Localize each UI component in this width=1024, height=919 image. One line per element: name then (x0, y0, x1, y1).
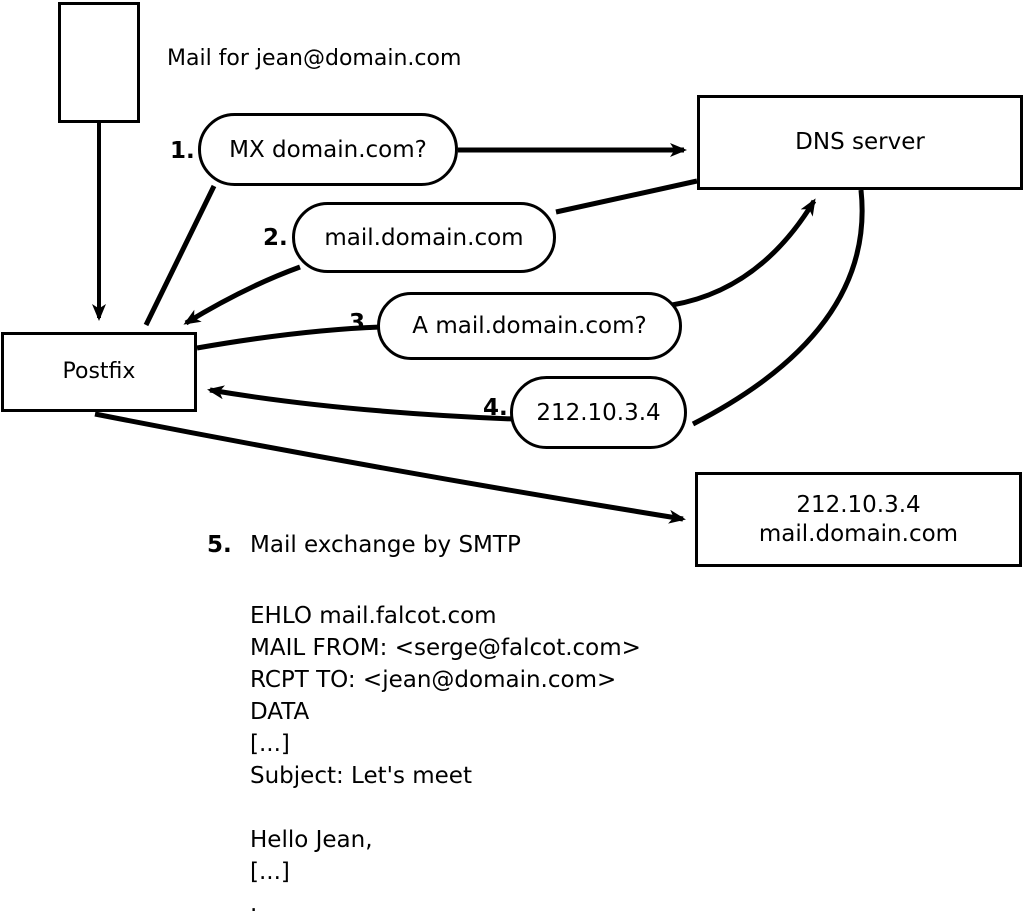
wire-dns-to-bubble2 (555, 178, 698, 215)
smtp-line: RCPT TO: <jean@domain.com> (250, 667, 617, 693)
target-server-box: 212.10.3.4 mail.domain.com (695, 472, 1022, 567)
step-1-text: MX domain.com? (229, 136, 427, 163)
mail-for-note: Mail for jean@domain.com (167, 46, 462, 71)
step-1-bubble: MX domain.com? (198, 113, 458, 186)
wire-bubble4-to-postfix (207, 385, 514, 422)
step-4-bubble: 212.10.3.4 (510, 376, 687, 449)
smtp-line: DATA (250, 699, 310, 725)
step-1-number: 1. (170, 138, 195, 164)
smtp-line: EHLO mail.falcot.com (250, 603, 497, 629)
wire-bubble3-to-dns (671, 198, 817, 308)
step-2-text: mail.domain.com (324, 224, 524, 251)
smtp-line: Subject: Let's meet (250, 763, 472, 789)
smtp-line (250, 792, 641, 824)
wire-bubble2-to-postfix (183, 264, 301, 326)
target-server-ip: 212.10.3.4 (796, 492, 921, 519)
wire-postfix-to-target (94, 411, 686, 524)
target-server-hostname: mail.domain.com (758, 520, 959, 547)
wire-bubble1-to-postfix (143, 184, 217, 327)
dns-server-box: DNS server (697, 95, 1023, 190)
step-4-text: 212.10.3.4 (536, 399, 661, 426)
postfix-box: Postfix (1, 332, 197, 412)
smtp-line: [...] (250, 859, 290, 885)
smtp-line: Hello Jean, (250, 827, 373, 853)
step-3-number: 3. (349, 310, 374, 336)
step-2-number: 2. (263, 225, 288, 251)
step-2-bubble: mail.domain.com (292, 202, 556, 273)
step-5-text: Mail exchange by SMTP (250, 532, 521, 558)
smtp-line: . (250, 891, 258, 917)
dns-server-box-label: DNS server (795, 129, 925, 156)
step-3-text: A mail.domain.com? (412, 313, 647, 339)
wire-postfix-to-bubble3 (196, 324, 382, 351)
wire-dns-to-bubble4 (691, 189, 865, 427)
smtp-line: MAIL FROM: <serge@falcot.com> (250, 635, 641, 661)
sender-box (58, 2, 140, 123)
step-3-bubble: A mail.domain.com? (377, 292, 682, 360)
step-5-number: 5. (207, 532, 232, 558)
smtp-line: [...] (250, 731, 290, 757)
postfix-box-label: Postfix (62, 358, 136, 384)
step-4-number: 4. (483, 395, 508, 421)
